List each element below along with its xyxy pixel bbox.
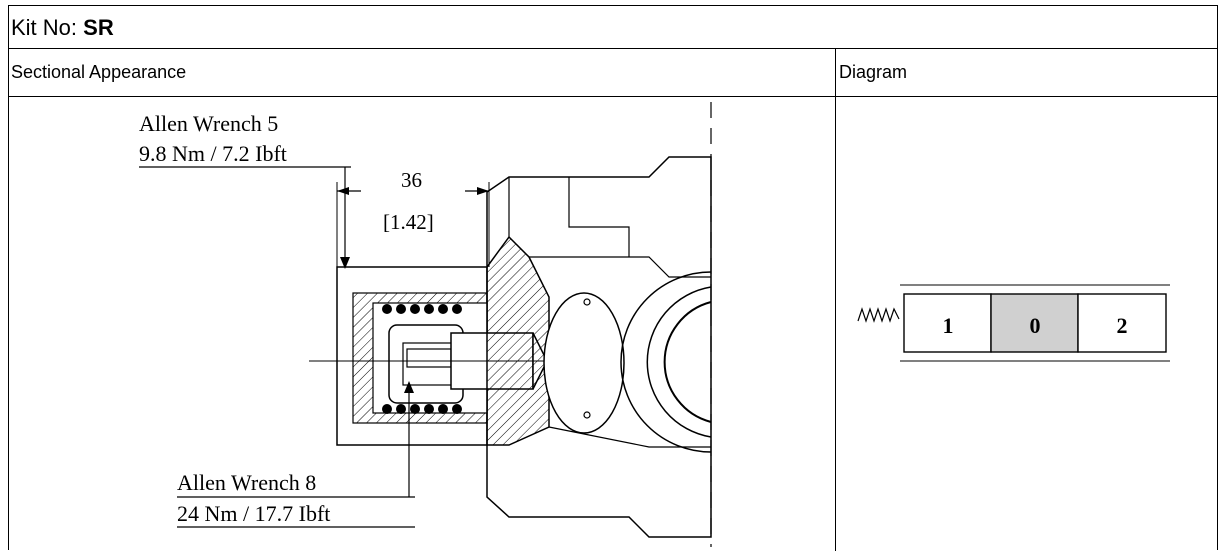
valve-section-svg: Allen Wrench 5 9.8 Nm / 7.2 Ibft 36 [1.4… bbox=[139, 102, 712, 547]
position-label-2: 2 bbox=[1117, 313, 1128, 338]
column-divider bbox=[835, 49, 836, 551]
top-callout-line1: Allen Wrench 5 bbox=[139, 111, 278, 136]
kit-value: SR bbox=[83, 15, 114, 40]
bottom-callout-line1: Allen Wrench 8 bbox=[177, 470, 316, 495]
body-line-2 bbox=[568, 177, 630, 257]
dimension-inch: [1.42] bbox=[383, 210, 434, 234]
sectional-appearance-header: Sectional Appearance bbox=[11, 62, 187, 82]
port-hole-top bbox=[583, 298, 591, 306]
kit-number: Kit No: SR bbox=[11, 15, 114, 41]
top-callout-arrow bbox=[340, 257, 350, 269]
top-callout-line2: 9.8 Nm / 7.2 Ibft bbox=[139, 141, 287, 166]
main-bore bbox=[620, 271, 712, 453]
kit-row: Kit No: SR bbox=[9, 6, 1217, 49]
kit-label: Kit No: bbox=[11, 15, 84, 40]
body-flange-hatched bbox=[486, 235, 550, 446]
socket-bolt bbox=[406, 348, 452, 368]
column-header-row: Sectional Appearance Diagram bbox=[9, 49, 1217, 97]
sectional-drawing: Allen Wrench 5 9.8 Nm / 7.2 Ibft 36 [1.4… bbox=[9, 97, 835, 551]
valve-symbol-diagram: 1 0 2 bbox=[836, 97, 1217, 551]
body-line-3 bbox=[529, 256, 711, 278]
dimension-arrow-left bbox=[337, 187, 349, 195]
position-label-0: 0 bbox=[1030, 313, 1041, 338]
oval-port bbox=[543, 292, 625, 434]
bottom-callout-arrow bbox=[404, 381, 414, 393]
port-hole-bottom bbox=[583, 411, 591, 419]
valve-body-outline bbox=[486, 156, 712, 538]
diagram-header: Diagram bbox=[839, 62, 908, 82]
valve-symbol-svg: 1 0 2 bbox=[857, 284, 1170, 362]
bottom-callout-line2: 24 Nm / 17.7 Ibft bbox=[177, 501, 330, 526]
dimension-mm: 36 bbox=[401, 168, 422, 192]
spring-zigzag-icon bbox=[857, 307, 900, 323]
position-box-0 bbox=[990, 293, 1079, 353]
kit-table: Kit No: SR Sectional Appearance Diagram … bbox=[8, 5, 1218, 551]
position-label-1: 1 bbox=[943, 313, 954, 338]
position-box-2 bbox=[1077, 293, 1167, 353]
spring-coils bbox=[382, 304, 462, 414]
dimension-arrow-right bbox=[477, 187, 489, 195]
